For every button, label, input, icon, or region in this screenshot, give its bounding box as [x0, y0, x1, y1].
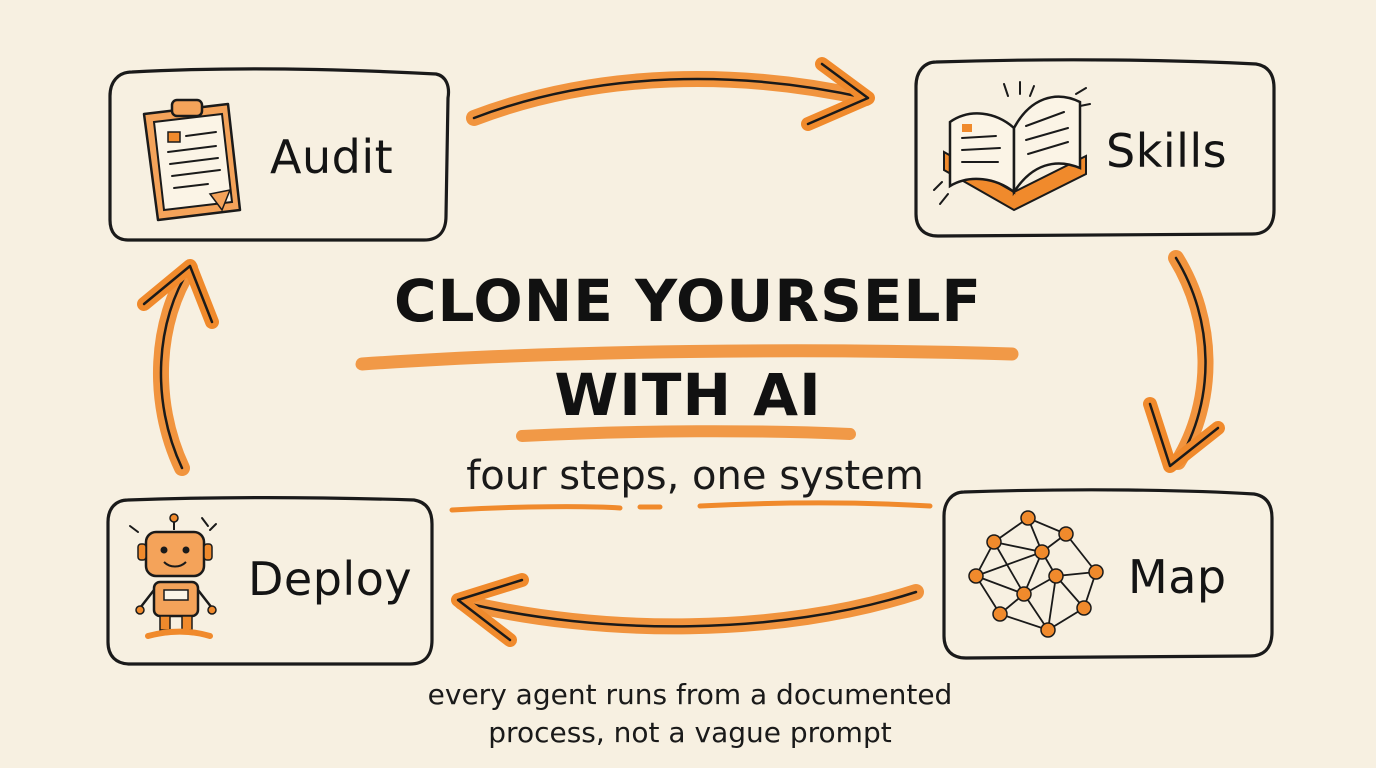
step-label-deploy: Deploy [248, 552, 413, 606]
title-line-2: WITH AI [554, 361, 822, 429]
title-highlight-2 [516, 425, 856, 442]
subtitle: four steps, one system [466, 453, 924, 499]
title-highlight-1 [355, 344, 1019, 371]
robot-icon [129, 513, 217, 639]
deploy-card [106, 496, 434, 666]
footnote-line-1: every agent runs from a documented [427, 678, 953, 711]
arrow-skills-to-map [1143, 250, 1225, 473]
subtitle-underline [449, 500, 933, 513]
open-book-icon [933, 81, 1091, 212]
arrow-map-to-deploy [451, 573, 924, 647]
skills-card [914, 58, 1276, 238]
arrow-deploy-to-audit [137, 259, 219, 476]
network-graph-icon [968, 510, 1104, 638]
footnote-line-2: process, not a vague prompt [488, 716, 892, 749]
footnote: every agent runs from a documented proce… [390, 676, 990, 752]
audit-card [108, 67, 451, 242]
step-label-skills: Skills [1106, 124, 1228, 178]
step-label-audit: Audit [270, 130, 394, 184]
clipboard-icon [142, 98, 242, 222]
title-line-1: CLONE YOURSELF [393, 267, 983, 335]
arrow-audit-to-skills [466, 57, 875, 131]
step-label-map: Map [1128, 550, 1227, 604]
map-card [942, 488, 1274, 660]
